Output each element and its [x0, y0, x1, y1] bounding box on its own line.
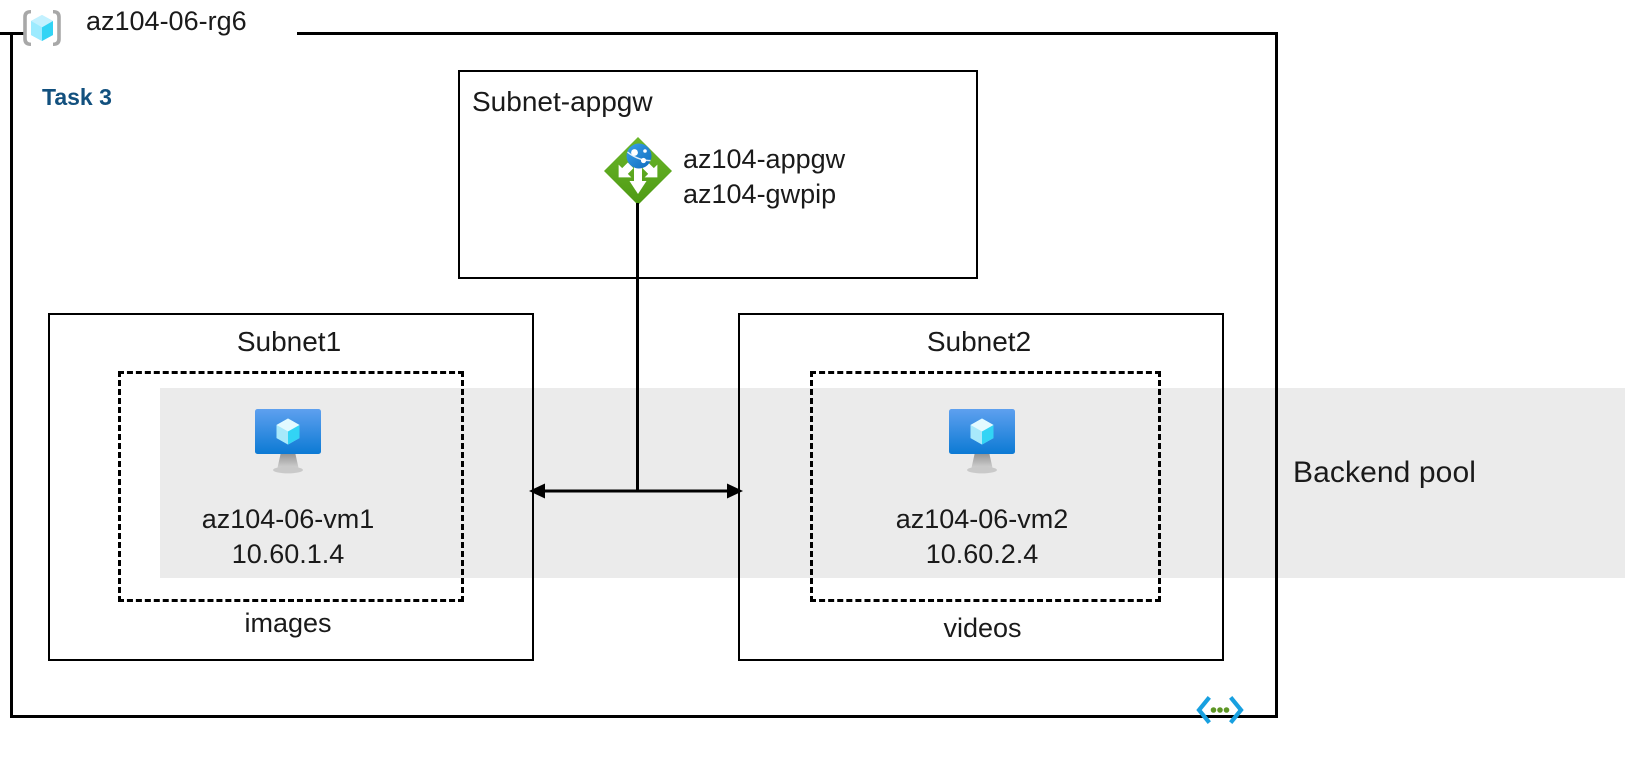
virtual-machine-icon [251, 404, 325, 476]
code-brackets-icon [1196, 696, 1244, 724]
subnet1-dashed-group [118, 371, 464, 602]
virtual-machine-icon [945, 404, 1019, 476]
application-gateway-icon [603, 136, 673, 206]
appgw-connector-line [636, 203, 639, 491]
vm1-ip: 10.60.1.4 [231, 538, 345, 569]
subnet2-title: Subnet2 [926, 326, 1032, 357]
backend-pool-band [160, 388, 1625, 578]
subnet-appgw-box [458, 70, 978, 279]
subnet1-title: Subnet1 [236, 326, 342, 357]
vm-node-az104-06-vm2: az104-06-vm2 10.60.2.4 [842, 404, 1122, 571]
vm-node-az104-06-vm1: az104-06-vm1 10.60.1.4 [148, 404, 428, 571]
subnet1-box [48, 313, 534, 661]
resource-group-border-bottom [10, 715, 1278, 718]
task-label: Task 3 [42, 84, 112, 110]
application-gateway-labels: az104-appgw az104-gwpip [683, 142, 845, 212]
subnet2-dashed-group [810, 371, 1161, 602]
vm2-name: az104-06-vm2 [895, 504, 1069, 534]
resource-group-border-right [1275, 32, 1278, 718]
gwpip-name: az104-gwpip [683, 179, 837, 210]
subnet2-box [738, 313, 1224, 661]
resource-group-border-top-right [297, 32, 1278, 35]
resource-group-border-left [10, 32, 13, 718]
subnet-appgw-title: Subnet-appgw [472, 86, 653, 117]
backend-pool-label: Backend pool [1293, 456, 1477, 489]
subnet1-storage-label: images [244, 608, 332, 638]
appgw-name: az104-appgw [683, 144, 846, 174]
vm1-name: az104-06-vm1 [201, 504, 375, 534]
vm2-ip: 10.60.2.4 [925, 538, 1039, 569]
subnet2-storage-label: videos [943, 613, 1022, 643]
resource-group-name: az104-06-rg6 [86, 6, 247, 36]
subnet-bus-arrow [525, 474, 747, 508]
resource-group-cube-icon [20, 8, 64, 48]
